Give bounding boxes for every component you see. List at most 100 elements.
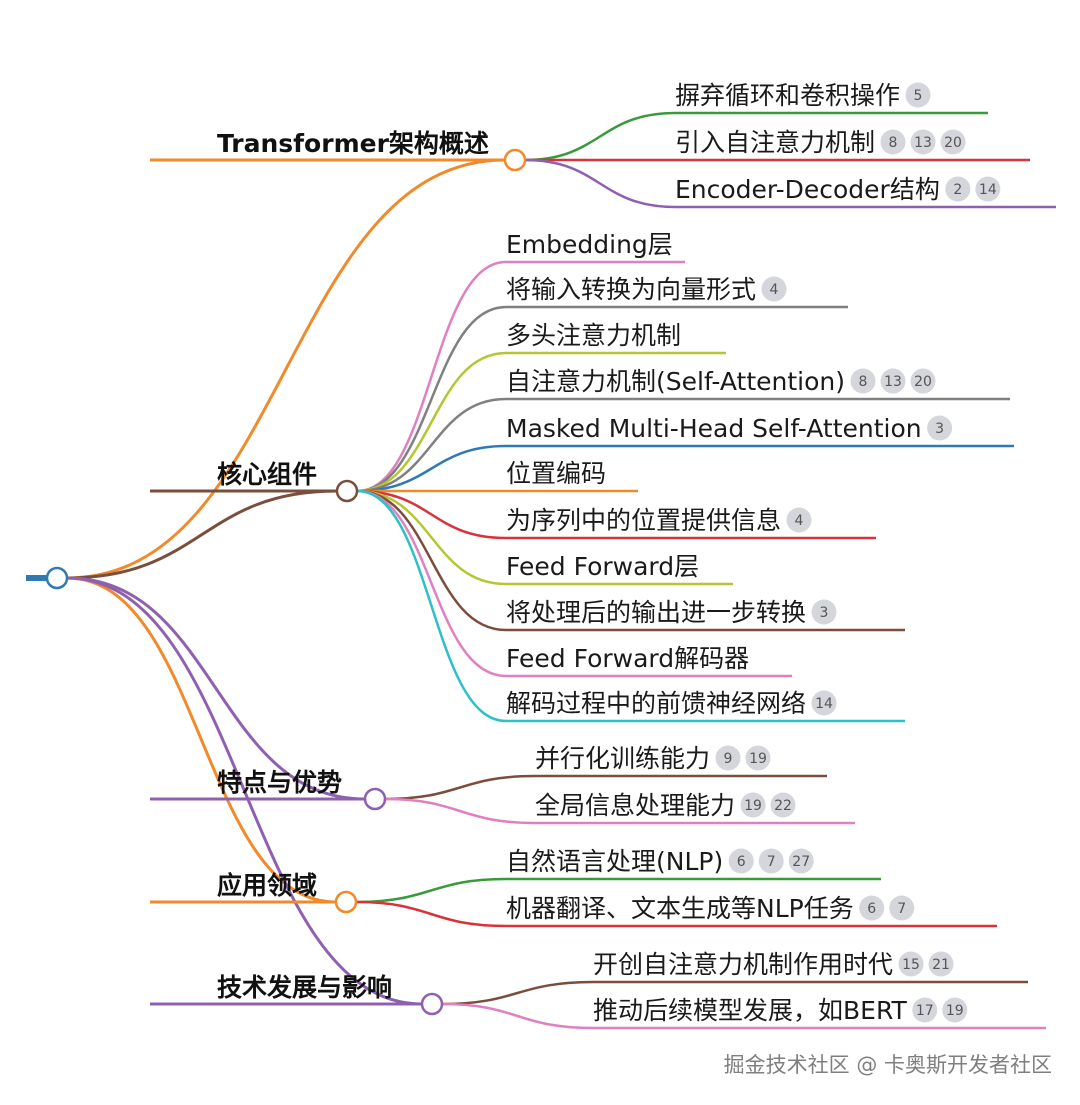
reference-badge-number: 3	[820, 605, 829, 621]
reference-badge[interactable]: 13	[880, 368, 906, 394]
branch-5-node[interactable]	[420, 992, 444, 1016]
reference-badge-circle	[728, 848, 754, 874]
edge-layer	[66, 111, 676, 1030]
reference-badge-circle	[761, 276, 787, 302]
reference-badge-number: 7	[897, 901, 906, 917]
reference-badge[interactable]: 8	[880, 129, 906, 155]
reference-badge-circle	[859, 895, 885, 921]
reference-badge[interactable]: 15	[898, 951, 924, 977]
reference-badge-number: 13	[884, 374, 902, 390]
branch-5-leaf-1-connector	[441, 980, 594, 1006]
branch-2-leaf-2-connector	[356, 305, 507, 493]
reference-badge[interactable]: 3	[811, 599, 837, 625]
branch-2-leaf-4-connector	[356, 397, 507, 493]
reference-badge[interactable]: 21	[928, 951, 954, 977]
reference-badge-number: 8	[889, 135, 898, 151]
reference-badge-circle	[940, 129, 966, 155]
reference-badge-circle	[928, 951, 954, 977]
reference-badge-number: 9	[724, 751, 733, 767]
branch-5-leaf-2-connector	[441, 1002, 594, 1030]
reference-badge-circle	[905, 82, 931, 108]
reference-badge[interactable]: 19	[942, 997, 968, 1023]
reference-badge-circle	[788, 848, 814, 874]
reference-badge[interactable]: 6	[859, 895, 885, 921]
reference-badge-number: 13	[914, 135, 932, 151]
branch-4-node[interactable]	[334, 890, 358, 914]
branch-2-leaf-10-connector	[356, 489, 507, 678]
branch-5-label: 技术发展与影响	[217, 973, 392, 1002]
reference-badge-circle	[975, 176, 1001, 202]
underline-layer	[150, 111, 1056, 1030]
reference-badge-circle	[880, 368, 906, 394]
branch-2-leaf-1-label: Embedding层	[506, 230, 673, 259]
branch-2-leaf-6-label: 位置编码	[506, 459, 606, 488]
reference-badge[interactable]: 14	[975, 176, 1001, 202]
branch-2-leaf-11-connector	[356, 489, 507, 723]
reference-badge-number: 3	[935, 421, 944, 437]
reference-badge[interactable]: 7	[889, 895, 915, 921]
reference-badge-number: 14	[815, 696, 833, 712]
reference-badge[interactable]: 27	[788, 848, 814, 874]
branch-4-connector	[66, 576, 337, 904]
branch-5-connector	[66, 576, 423, 1006]
reference-badge-circle	[740, 792, 766, 818]
branch-2-leaf-10-label: Feed Forward解码器	[506, 644, 749, 673]
reference-badge-circle	[850, 368, 876, 394]
branch-3-leaf-1-connector	[384, 774, 536, 801]
reference-badge-circle	[745, 745, 771, 771]
reference-badge-circle	[880, 129, 906, 155]
reference-badge[interactable]: 13	[910, 129, 936, 155]
reference-badge[interactable]: 6	[728, 848, 754, 874]
reference-badge-circle	[811, 690, 837, 716]
branch-2-leaf-9-label: 将处理后的输出进一步转换	[506, 598, 806, 627]
branch-1-node[interactable]	[503, 148, 527, 172]
reference-badge[interactable]: 14	[811, 690, 837, 716]
branch-2-leaf-4-label: 自注意力机制(Self-Attention)	[506, 367, 845, 396]
reference-badge-number: 20	[944, 135, 962, 151]
branch-3-connector	[66, 576, 366, 801]
reference-badge-circle	[945, 176, 971, 202]
branch-2-leaf-9-connector	[356, 489, 507, 632]
reference-badge[interactable]: 19	[740, 792, 766, 818]
reference-badge[interactable]: 4	[761, 276, 787, 302]
reference-badge[interactable]: 4	[786, 507, 812, 533]
branch-2-leaf-1-connector	[356, 260, 507, 493]
reference-badge-number: 19	[744, 798, 762, 814]
branch-1-leaf-3-label: Encoder-Decoder结构	[675, 175, 940, 204]
reference-badge[interactable]: 7	[758, 848, 784, 874]
branch-3-node[interactable]	[363, 787, 387, 811]
reference-badge[interactable]: 19	[745, 745, 771, 771]
branch-2-leaf-11-label: 解码过程中的前馈神经网络	[506, 689, 806, 718]
reference-badge-circle	[942, 997, 968, 1023]
reference-badge-number: 19	[749, 751, 767, 767]
reference-badge-number: 4	[795, 513, 804, 529]
reference-badge-number: 19	[946, 1003, 964, 1019]
branch-3-label: 特点与优势	[217, 768, 342, 797]
reference-badge[interactable]: 22	[770, 792, 796, 818]
reference-badge-circle	[786, 507, 812, 533]
reference-badge[interactable]: 20	[940, 129, 966, 155]
reference-badge[interactable]: 9	[715, 745, 741, 771]
branch-2-node[interactable]	[335, 479, 359, 503]
branch-1-leaf-1-label: 摒弃循环和卷积操作	[675, 81, 900, 110]
reference-badge-number: 15	[902, 957, 920, 973]
reference-badge[interactable]: 8	[850, 368, 876, 394]
reference-badge-number: 22	[774, 798, 792, 814]
reference-badge[interactable]: 3	[927, 415, 953, 441]
branch-2-leaf-7-connector	[356, 489, 507, 540]
reference-badge[interactable]: 20	[910, 368, 936, 394]
branch-1-label: Transformer架构概述	[217, 129, 489, 158]
branch-3-leaf-2-connector	[384, 797, 536, 825]
watermark-text: 掘金技术社区 @ 卡奥斯开发者社区	[724, 1053, 1052, 1077]
root-node[interactable]	[45, 566, 69, 590]
branch-5-leaf-1-label: 开创自注意力机制作用时代	[593, 950, 893, 979]
reference-badge-circle	[715, 745, 741, 771]
branch-3-leaf-1-label: 并行化训练能力	[535, 744, 710, 773]
reference-badge[interactable]: 17	[912, 997, 938, 1023]
branch-2-leaf-8-connector	[356, 489, 507, 586]
branch-4-leaf-1-connector	[355, 877, 507, 904]
reference-badge[interactable]: 2	[945, 176, 971, 202]
reference-badge[interactable]: 5	[905, 82, 931, 108]
